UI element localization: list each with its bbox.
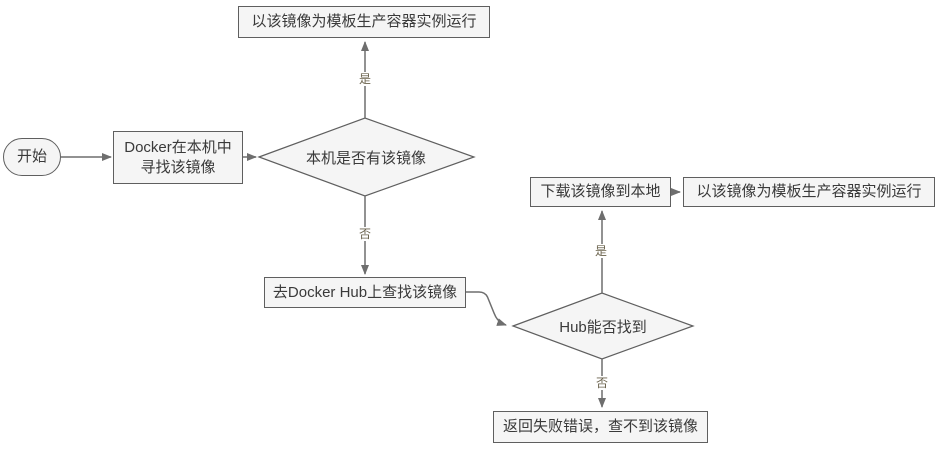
edge-label-local-yes: 是 [357,72,373,86]
edge-search-hub-to-hub-decision [466,291,507,326]
node-search-hub-label: 去Docker Hub上查找该镜像 [272,283,458,301]
edge-label-local-no: 否 [357,227,373,241]
node-download-image-label: 下载该镜像到本地 [540,183,661,200]
node-return-error-label: 返回失败错误，查不到该镜像 [502,418,698,435]
node-decision-hub-label: Hub能否找到 [559,318,647,336]
node-decision-local-label: 本机是否有该镜像 [305,149,426,167]
node-run-container-top-label: 以该镜像为模板生产容器实例运行 [251,13,477,30]
node-find-local-line2: 寻找该镜像 [140,158,216,176]
node-search-hub: 去Docker Hub上查找该镜像 [264,277,466,308]
node-start-label: 开始 [16,148,47,165]
decision-local-has-image-shape [257,117,476,197]
node-find-local-line1: Docker在本机中 [124,138,232,156]
node-run-container-right-label: 以该镜像为模板生产容器实例运行 [696,183,922,200]
decision-hub-found-shape [511,292,695,360]
node-run-container-right: 以该镜像为模板生产容器实例运行 [683,177,935,207]
node-return-error: 返回失败错误，查不到该镜像 [493,411,708,443]
edge-label-hub-yes: 是 [593,244,609,258]
node-find-local: Docker在本机中 寻找该镜像 [113,131,243,184]
edge-label-hub-no: 否 [594,376,610,390]
node-start: 开始 [3,138,61,176]
node-download-image: 下载该镜像到本地 [530,177,671,207]
node-run-container-top: 以该镜像为模板生产容器实例运行 [238,6,490,38]
